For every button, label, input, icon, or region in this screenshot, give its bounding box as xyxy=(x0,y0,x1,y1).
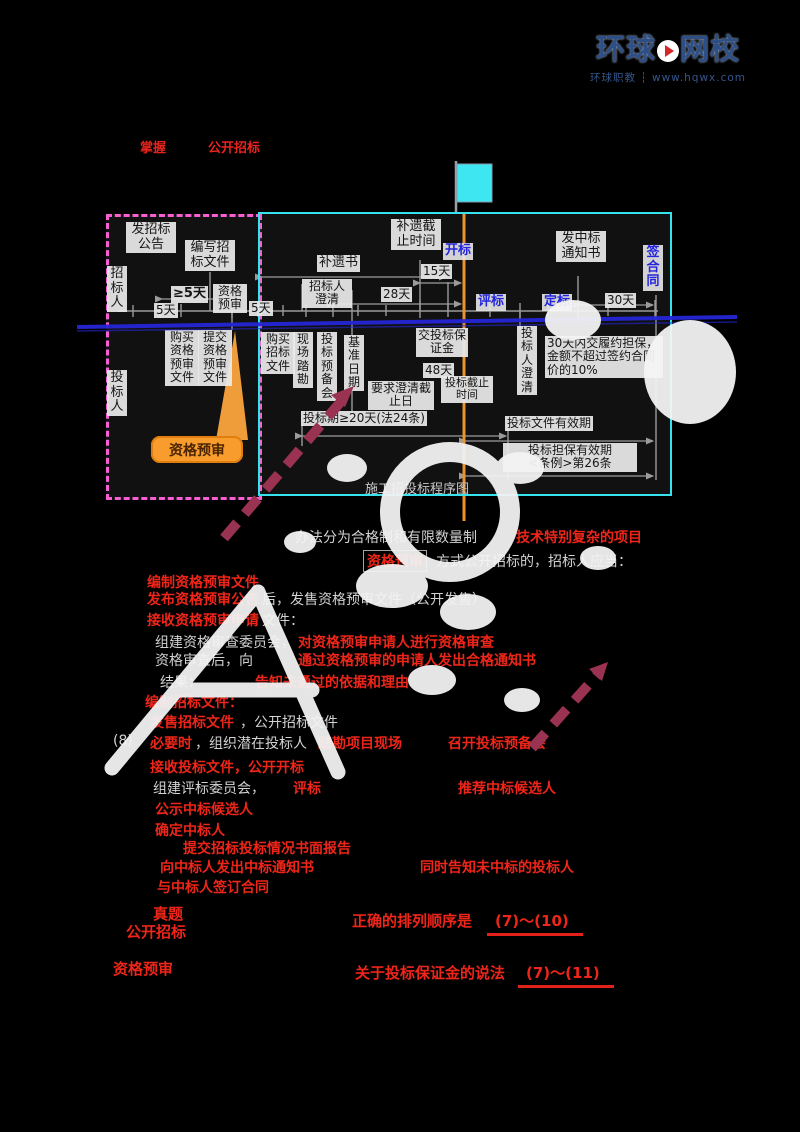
logo-tagline: 环球职教 ┆ www.hqwx.com xyxy=(589,72,747,84)
note-step-result-grey: 资格审查后，向 xyxy=(155,653,253,669)
note-step-receive-prequal: 接收资格预审申请 xyxy=(147,613,259,629)
label-supplement-deadline: 补遗截止时间 xyxy=(391,219,441,251)
label-award-decision: 定标 xyxy=(542,294,573,311)
label-48days: 48天 xyxy=(423,363,455,379)
note-step-determine-winner: 确定中标人 xyxy=(155,823,225,839)
note-step-sign-contract: 与中标人签订合同 xyxy=(157,880,269,896)
note-methods-red: 技术特别复杂的项目 xyxy=(516,530,642,546)
play-icon xyxy=(657,40,679,62)
label-30days: 30天 xyxy=(605,293,637,309)
exam-row1-answer: (7)～(10) xyxy=(487,910,583,936)
label-award-notice: 发中标通知书 xyxy=(556,231,606,263)
heading-badge: 掌握 xyxy=(140,141,167,156)
label-bid-bond: 交投标保证金 xyxy=(416,328,468,357)
label-performance-guarantee: 30天内交履约担保，金额不超过签约合同价的10% xyxy=(545,336,663,379)
label-15days: 15天 xyxy=(421,264,453,280)
label-ge5-days: ≥5天 xyxy=(171,286,208,303)
label-base-date: 基准日期 xyxy=(344,335,364,391)
label-tenderer-clarify: 招标人澄清 xyxy=(302,279,352,308)
label-5days-b: 5天 xyxy=(249,301,273,317)
label-evaluation: 评标 xyxy=(476,294,507,311)
label-clarify-deadline: 要求澄清截止日 xyxy=(368,381,434,410)
note-step8-ifneeded: 必要时 xyxy=(150,736,192,752)
note-step-sell-docs: 发售招标文件 xyxy=(150,715,234,731)
note-step-sell-docs-tail: ，公开招标文件 xyxy=(240,715,338,731)
exam-row1-tag-bottom: 公开招标 xyxy=(126,923,187,941)
note-prequal-term: 资格预审 xyxy=(363,550,427,572)
diagram-caption: 施工招投标程序图 xyxy=(365,482,470,497)
label-submission-deadline: 投标截止时间 xyxy=(441,376,493,403)
label-28days: 28天 xyxy=(381,287,413,303)
note-step-inform-red: 告知未通过的依据和理由 xyxy=(255,675,409,691)
label-site-visit: 现场踏勘 xyxy=(293,332,313,388)
note-step-announce-prequal: 发布资格预审公告 xyxy=(147,592,259,608)
note-step8-prebid: 召开投标预备会 xyxy=(448,736,546,752)
label-prebid-meeting: 投标预备会 xyxy=(317,332,337,402)
exam-row2-tag: 资格预审 xyxy=(113,960,174,978)
label-buy-docs: 购买招标文件 xyxy=(261,332,295,375)
note-step-receive-tail: 文件： xyxy=(262,613,304,629)
note-step-inform-losers: 同时告知未中标的投标人 xyxy=(420,860,574,876)
note-prequal-grey: 方式公开招标的，招标人应当： xyxy=(436,554,632,570)
label-submit-prequal-docs: 提交资格预审文件 xyxy=(198,330,232,386)
label-tenderer: 招标人 xyxy=(107,266,127,312)
prequalification-callout: 资格预审 xyxy=(151,436,243,463)
label-bid-opening: 开标 xyxy=(443,243,474,260)
brand-name: 环球网校 xyxy=(595,32,741,66)
note-step-announce-tail: 后，发售资格预审文件（公开发售） xyxy=(262,592,486,608)
note-step-open-bids: 接收投标文件，公开开标 xyxy=(150,760,304,776)
note-methods-grey: 办法分为合格制和有限数量制 xyxy=(295,530,477,546)
label-draft-docs: 编写招标文件 xyxy=(185,240,235,272)
note-step-recommend: 推荐中标候选人 xyxy=(458,781,556,797)
note-step-result-red: 通过资格预审的申请人发出合格通知书 xyxy=(298,653,536,669)
note-step8-sitevisit: 踏勘项目现场 xyxy=(318,736,402,752)
label-bid-period: 投标期≥20天(法24条) xyxy=(301,411,427,427)
label-sign-contract: 签合同 xyxy=(643,245,663,291)
note-step-award-notice: 向中标人发出中标通知书 xyxy=(160,860,314,876)
note-step-committee-grey: 组建资格审查委员会， xyxy=(155,635,295,651)
brand-logo: 环球网校 环球职教 ┆ www.hqwx.com xyxy=(586,26,750,85)
label-supplement: 补遗书 xyxy=(317,255,361,272)
note-step-publicize: 公示中标候选人 xyxy=(155,802,253,818)
note-step-compile-docs: 编制招标文件： xyxy=(145,695,243,711)
page-title: 掌握 公开招标 xyxy=(140,137,260,156)
note-step-evalcomm-grey: 组建评标委员会， xyxy=(153,781,265,797)
exam-row1-tag-top: 真题 xyxy=(153,905,184,923)
label-bid-guarantee: 投标担保有效期 <条例>第26条 xyxy=(503,443,637,472)
label-prequal-small: 资格预审 xyxy=(213,284,247,313)
label-announce: 发招标公告 xyxy=(126,222,176,254)
label-buy-prequal-docs: 购买资格预审文件 xyxy=(165,330,199,386)
note-step8-grey: ，组织潜在投标人 xyxy=(195,736,307,752)
note-step8-num: (8) xyxy=(113,733,133,749)
note-step-evaluate: 评标 xyxy=(293,781,321,797)
exam-row1-question: 正确的排列顺序是 xyxy=(352,912,473,930)
exam-row2-answer: (7)～(11) xyxy=(518,962,614,988)
exam-row2-question: 关于投标保证金的说法 xyxy=(355,964,506,982)
flag-icon xyxy=(456,163,493,203)
heading-title: 公开招标 xyxy=(208,141,261,156)
label-bidder: 投标人 xyxy=(107,370,127,416)
label-bidder-clarify: 投标人澄清 xyxy=(517,326,537,396)
note-step-committee-red: 对资格预审申请人进行资格审查 xyxy=(298,635,494,651)
note-step-inform-grey: 结果： xyxy=(160,675,202,691)
note-step-written-report: 提交招标投标情况书面报告 xyxy=(183,841,351,857)
label-bid-validity: 投标文件有效期 xyxy=(505,416,594,432)
label-5days-a: 5天 xyxy=(154,303,178,319)
